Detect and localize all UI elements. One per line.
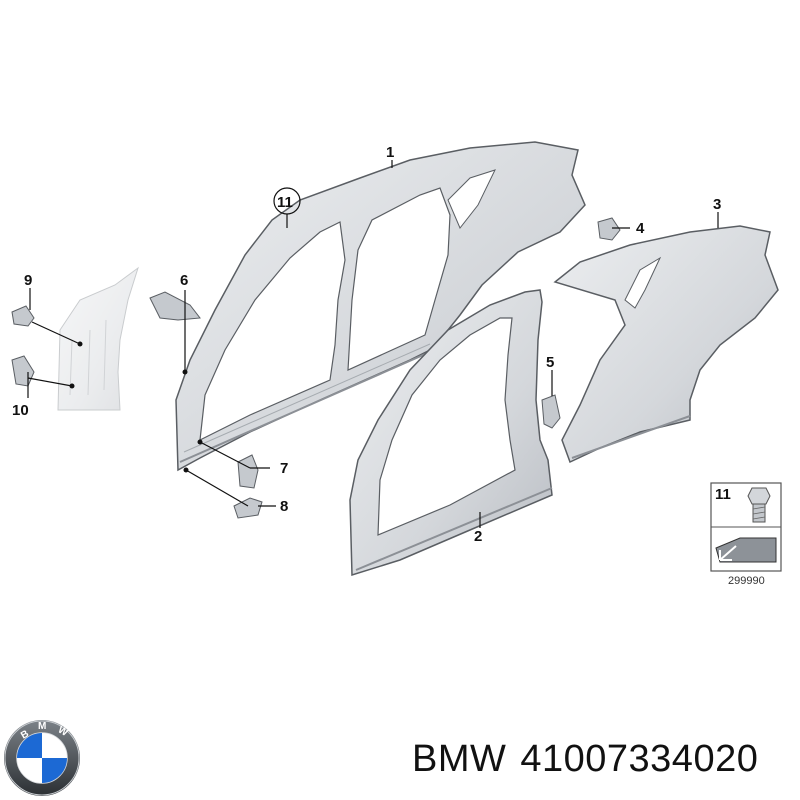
- callout-7: 7: [280, 460, 288, 477]
- legend-part-number: 11: [715, 486, 731, 503]
- bracket-10: [11, 355, 35, 387]
- bolt-icon: [747, 487, 771, 523]
- svg-text:B: B: [19, 728, 31, 741]
- arrow-sign-icon: [715, 537, 777, 563]
- callout-1: 1: [386, 144, 394, 161]
- bracket-6: [149, 291, 201, 321]
- diagram-id: 299990: [728, 575, 765, 587]
- callout-9: 9: [24, 272, 32, 289]
- bracket-5: [541, 394, 561, 429]
- reference-a-pillar-panel: [57, 266, 139, 411]
- callout-2: 2: [474, 528, 482, 545]
- leader-dots: [69, 341, 203, 473]
- bracket-7: [237, 454, 259, 489]
- callout-10: 10: [12, 402, 29, 419]
- callout-5: 5: [546, 354, 554, 371]
- callout-11: 11: [277, 194, 293, 211]
- callout-4: 4: [636, 220, 645, 237]
- callout-3: 3: [713, 196, 721, 213]
- brand-name: BMW: [412, 738, 507, 780]
- callout-6: 6: [180, 272, 188, 289]
- side-frame-front-section: [349, 289, 553, 577]
- side-frame-rear-section: [553, 225, 779, 464]
- part-number-caption: BMW 41007334020: [412, 738, 792, 786]
- bracket-4: [597, 217, 621, 241]
- part-number: 41007334020: [520, 738, 759, 780]
- bracket-8: [233, 497, 263, 519]
- bmw-logo: B M W: [4, 720, 80, 796]
- legend-box: 11 299990: [710, 482, 782, 587]
- callout-8: 8: [280, 498, 288, 515]
- svg-text:M: M: [38, 721, 46, 732]
- callout-11-circle: [273, 187, 301, 215]
- bracket-9: [11, 305, 35, 327]
- leader-lines: [27, 160, 719, 528]
- side-frame-outer-panel: [175, 141, 586, 472]
